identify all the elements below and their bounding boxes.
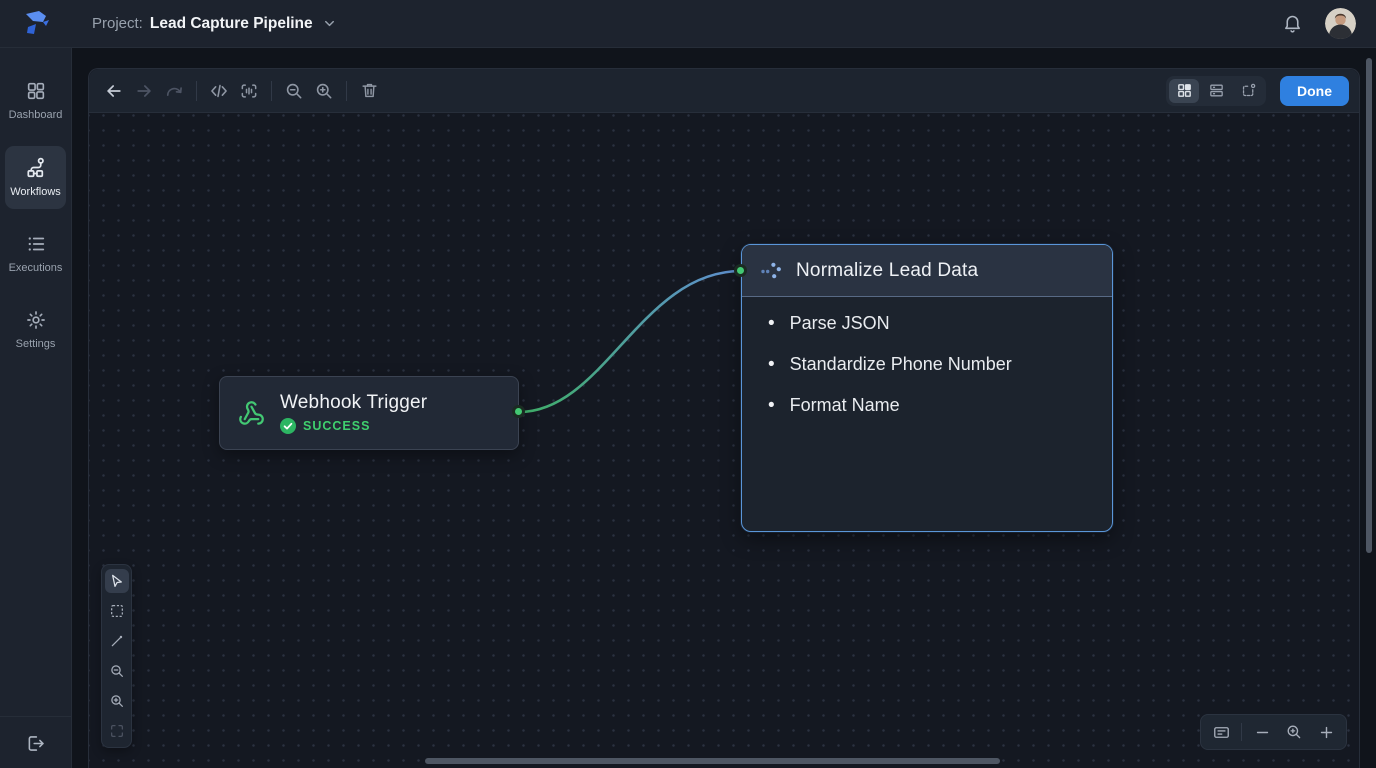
sidebar-item-workflows[interactable]: Workflows xyxy=(5,146,66,209)
logout-icon xyxy=(25,733,46,754)
node-webhook-trigger[interactable]: Webhook Trigger SUCCESS xyxy=(219,376,519,450)
project-switcher[interactable]: Project: Lead Capture Pipeline xyxy=(92,15,337,33)
node-header: Normalize Lead Data xyxy=(742,245,1112,297)
zoom-out-button-icon[interactable] xyxy=(1247,718,1277,746)
node-normalize-lead-data[interactable]: Normalize Lead Data Parse JSON Standardi… xyxy=(741,244,1113,532)
app-logo-area xyxy=(0,0,72,48)
dashboard-icon xyxy=(25,80,47,102)
executions-icon xyxy=(25,233,47,255)
sidebar-item-label: Executions xyxy=(8,262,63,274)
chevron-down-icon xyxy=(322,16,337,31)
success-check-icon xyxy=(280,418,296,434)
vertical-scrollbar[interactable] xyxy=(1366,58,1372,553)
webhook-icon xyxy=(238,400,265,427)
pointer-tool-icon[interactable] xyxy=(104,569,129,593)
node-title: Webhook Trigger xyxy=(280,392,428,413)
logout-button[interactable] xyxy=(0,716,71,768)
zoom-bar xyxy=(1200,714,1347,750)
bell-icon[interactable] xyxy=(1282,13,1303,34)
top-bar: Project: Lead Capture Pipeline xyxy=(72,0,1376,48)
sidebar-item-label: Settings xyxy=(15,338,56,350)
main-area: Done xyxy=(72,48,1376,768)
normalize-icon xyxy=(759,259,783,283)
done-button[interactable]: Done xyxy=(1280,75,1349,106)
toolbar-divider xyxy=(271,80,272,101)
list-view-icon[interactable] xyxy=(1201,79,1231,103)
user-avatar[interactable] xyxy=(1325,8,1356,39)
zoom-out-icon[interactable] xyxy=(279,76,309,106)
editor-panel: Done xyxy=(88,68,1360,768)
marquee-select-tool-icon[interactable] xyxy=(105,599,129,623)
trash-icon[interactable] xyxy=(354,76,384,106)
code-icon[interactable] xyxy=(204,76,234,106)
sidebar-item-executions[interactable]: Executions xyxy=(5,223,66,285)
workflows-icon xyxy=(24,156,47,179)
step-item: Standardize Phone Number xyxy=(768,354,1086,376)
output-port-webhook[interactable] xyxy=(512,405,525,418)
app-logo-icon[interactable] xyxy=(19,7,53,41)
toolbar-divider xyxy=(196,80,197,101)
sidebar-item-settings[interactable]: Settings xyxy=(5,299,66,361)
connector-tool-icon[interactable] xyxy=(105,629,129,653)
node-title: Normalize Lead Data xyxy=(796,259,979,281)
step-item: Parse JSON xyxy=(768,313,1086,335)
zoom-in-button-icon[interactable] xyxy=(1311,718,1341,746)
zoom-bar-divider xyxy=(1241,723,1242,741)
sidebar-item-dashboard[interactable]: Dashboard xyxy=(5,70,66,132)
node-status: SUCCESS xyxy=(280,418,427,434)
redo-arrow-icon[interactable] xyxy=(159,76,189,106)
flow-view-icon[interactable] xyxy=(1233,79,1263,103)
zoom-out-tool-icon[interactable] xyxy=(105,659,129,683)
tool-palette xyxy=(101,564,132,748)
zoom-in-tool-icon[interactable] xyxy=(105,689,129,713)
horizontal-scrollbar[interactable] xyxy=(425,758,1000,764)
back-arrow-icon[interactable] xyxy=(99,76,129,106)
step-list: Parse JSON Standardize Phone Number Form… xyxy=(750,313,1104,417)
node-body: Parse JSON Standardize Phone Number Form… xyxy=(742,297,1112,452)
sidebar-item-label: Workflows xyxy=(10,186,61,198)
project-label: Project: xyxy=(92,15,143,32)
zoom-search-button-icon[interactable] xyxy=(1279,718,1309,746)
minimap-toggle-icon[interactable] xyxy=(1206,718,1236,746)
settings-gear-icon xyxy=(25,309,47,331)
editor-toolbar: Done xyxy=(89,69,1359,113)
project-name: Lead Capture Pipeline xyxy=(149,14,313,32)
input-port-normalize[interactable] xyxy=(734,264,747,277)
connection-wire xyxy=(517,269,743,414)
view-toggle-group xyxy=(1166,75,1266,106)
workflow-canvas[interactable]: Webhook Trigger SUCCESS xyxy=(89,113,1359,768)
scan-region-icon[interactable] xyxy=(234,76,264,106)
fit-view-tool-icon[interactable] xyxy=(105,719,129,743)
status-badge: SUCCESS xyxy=(303,419,371,433)
sidebar-item-label: Dashboard xyxy=(8,109,63,121)
zoom-in-icon[interactable] xyxy=(309,76,339,106)
grid-view-icon[interactable] xyxy=(1169,78,1199,103)
forward-arrow-icon[interactable] xyxy=(129,76,159,106)
sidebar-nav: Dashboard Workflows xyxy=(0,48,72,768)
toolbar-divider xyxy=(346,80,347,101)
step-item: Format Name xyxy=(768,395,1086,417)
